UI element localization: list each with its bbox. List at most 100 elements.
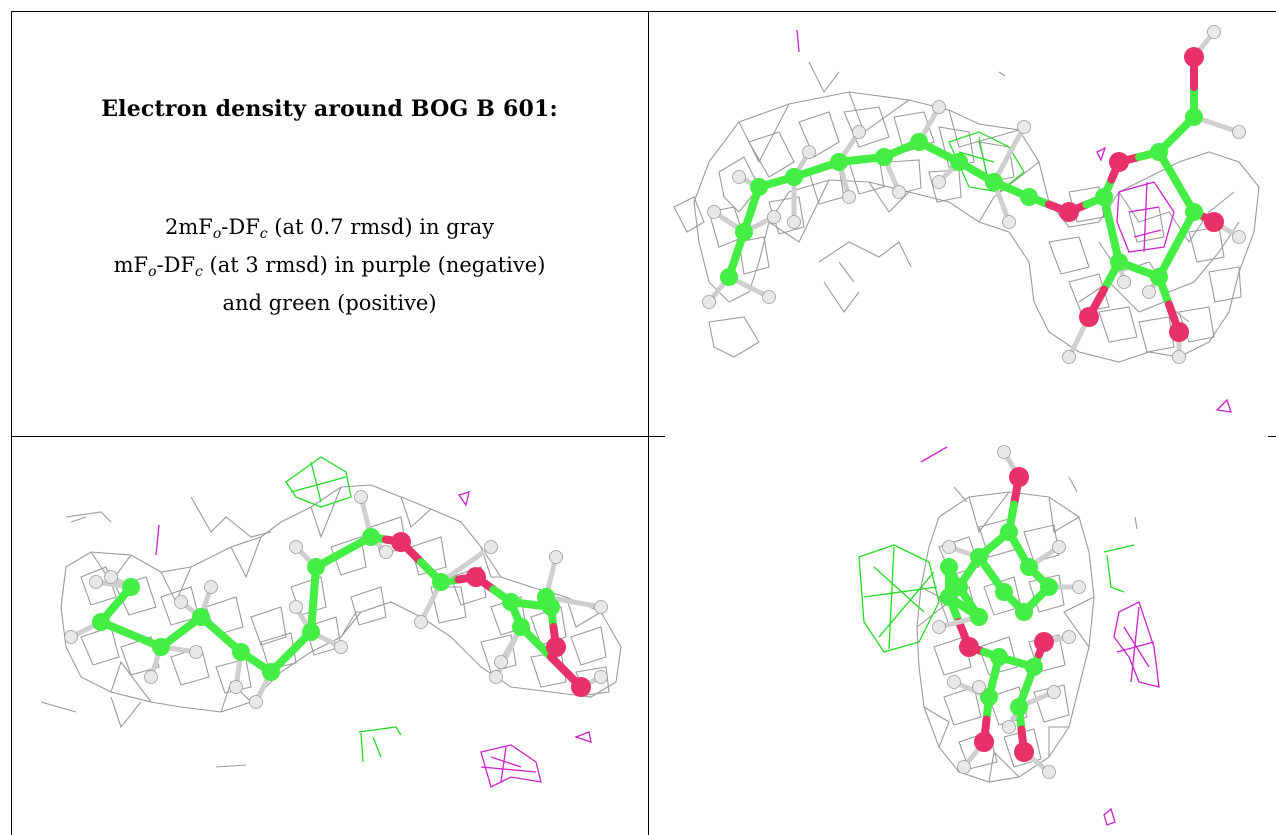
bond — [1100, 193, 1123, 266]
hydrogen-atom — [379, 545, 393, 559]
mesh-2fofc — [40, 484, 622, 768]
hydrogen-atom — [767, 210, 781, 224]
carbon-atom — [1185, 203, 1203, 221]
hydrogen-atom — [762, 290, 776, 304]
hydrogen-atom — [549, 550, 563, 564]
carbon-atom — [152, 638, 170, 656]
hydrogen-atom — [972, 680, 986, 694]
oxygen-atom — [1059, 202, 1079, 222]
border-top — [11, 11, 1276, 12]
hydrogen-atom — [289, 600, 303, 614]
carbon-atom — [307, 558, 325, 576]
hydrogen-atom — [732, 170, 746, 184]
legend-2fofc-mid: -DF — [221, 215, 260, 239]
mesh-positive — [285, 456, 402, 763]
oxygen-atom — [466, 567, 486, 587]
hydrogen-atom — [1232, 125, 1246, 139]
legend-line-fofc: mFo-DFc (at 3 rmsd) in purple (negative) — [11, 246, 648, 284]
legend-line-2fofc: 2mFo-DFc (at 0.7 rmsd) in gray — [11, 208, 648, 246]
hydrogen-atom — [494, 655, 508, 669]
hydrogen-atom — [787, 215, 801, 229]
legend-2fofc-sub-o: o — [212, 226, 222, 242]
carbon-atom — [980, 688, 998, 706]
bond — [267, 628, 315, 676]
carbon-atom — [302, 623, 320, 641]
hydrogen-atom — [229, 680, 243, 694]
hydrogen-atom — [594, 670, 608, 684]
mesh-negative — [920, 446, 1160, 826]
hydrogen-atom — [1062, 630, 1076, 644]
hydrogen-atom — [1002, 720, 1016, 734]
carbon-atom — [985, 173, 1003, 191]
carbon-atom — [1020, 558, 1038, 576]
hydrogen-atom — [1002, 215, 1016, 229]
hydrogen-atom — [89, 575, 103, 589]
hydrogen-atom — [1117, 275, 1131, 289]
carbon-atom — [940, 588, 958, 606]
divider-vertical — [648, 11, 649, 835]
oxygen-atom — [1169, 322, 1189, 342]
carbon-atom — [970, 548, 988, 566]
hydrogen-atom — [594, 600, 608, 614]
divider-horizontal-stub — [1268, 436, 1276, 437]
hydrogen-atom — [289, 540, 303, 554]
mesh-negative — [796, 29, 1232, 413]
hydrogen-atom — [1062, 350, 1076, 364]
carbon-atom — [785, 168, 803, 186]
hydrogen-atom — [334, 640, 348, 654]
carbon-atom — [1025, 658, 1043, 676]
molecule-model-3 — [932, 445, 1086, 779]
hydrogen-atom — [932, 620, 946, 634]
carbon-atom — [92, 613, 110, 631]
carbon-atom — [940, 558, 958, 576]
carbon-atom — [1150, 143, 1168, 161]
oxygen-atom — [959, 637, 979, 657]
carbon-atom — [1015, 603, 1033, 621]
carbon-atom — [1010, 698, 1028, 716]
legend-fofc-pre: mF — [113, 253, 149, 277]
hydrogen-atom — [414, 615, 428, 629]
carbon-atom — [1150, 268, 1168, 286]
hydrogen-atom — [1017, 120, 1031, 134]
carbon-atom — [720, 268, 738, 286]
carbon-atom — [122, 578, 140, 596]
hydrogen-atom — [1207, 25, 1221, 39]
hydrogen-atom — [852, 125, 866, 139]
hydrogen-atom — [947, 675, 961, 689]
oxygen-atom — [1014, 742, 1034, 762]
carbon-atom — [910, 133, 928, 151]
carbon-atom — [512, 618, 530, 636]
hydrogen-atom — [957, 760, 971, 774]
legend-fofc-post: (at 3 rmsd) in purple (negative) — [202, 253, 546, 277]
hydrogen-atom — [489, 670, 503, 684]
bond — [1155, 148, 1198, 216]
hydrogen-atom — [249, 695, 263, 709]
carbon-atom — [1040, 578, 1058, 596]
oxygen-atom — [571, 677, 591, 697]
carbon-atom — [875, 148, 893, 166]
oxygen-atom — [1079, 307, 1099, 327]
density-render-1 — [673, 25, 1260, 413]
carbon-atom — [735, 223, 753, 241]
carbon-atom — [1020, 188, 1038, 206]
oxygen-atom — [1204, 212, 1224, 232]
hydrogen-atom — [942, 540, 956, 554]
bond — [543, 594, 604, 610]
bond — [991, 124, 1027, 185]
hydrogen-atom — [997, 445, 1011, 459]
molecule-model-1 — [702, 25, 1246, 364]
oxygen-atom — [1109, 152, 1129, 172]
bond — [438, 544, 494, 585]
molecule-view-3 — [649, 437, 1276, 835]
carbon-atom — [830, 153, 848, 171]
bond — [312, 533, 375, 571]
legend-2fofc-post: (at 0.7 rmsd) in gray — [267, 215, 495, 239]
hydrogen-atom — [354, 490, 368, 504]
hydrogen-atom — [204, 580, 218, 594]
carbon-atom — [990, 648, 1008, 666]
hydrogen-atom — [707, 205, 721, 219]
carbon-atom — [262, 663, 280, 681]
bond — [97, 618, 165, 651]
oxygen-atom — [974, 732, 994, 752]
mesh-positive — [858, 544, 1135, 653]
